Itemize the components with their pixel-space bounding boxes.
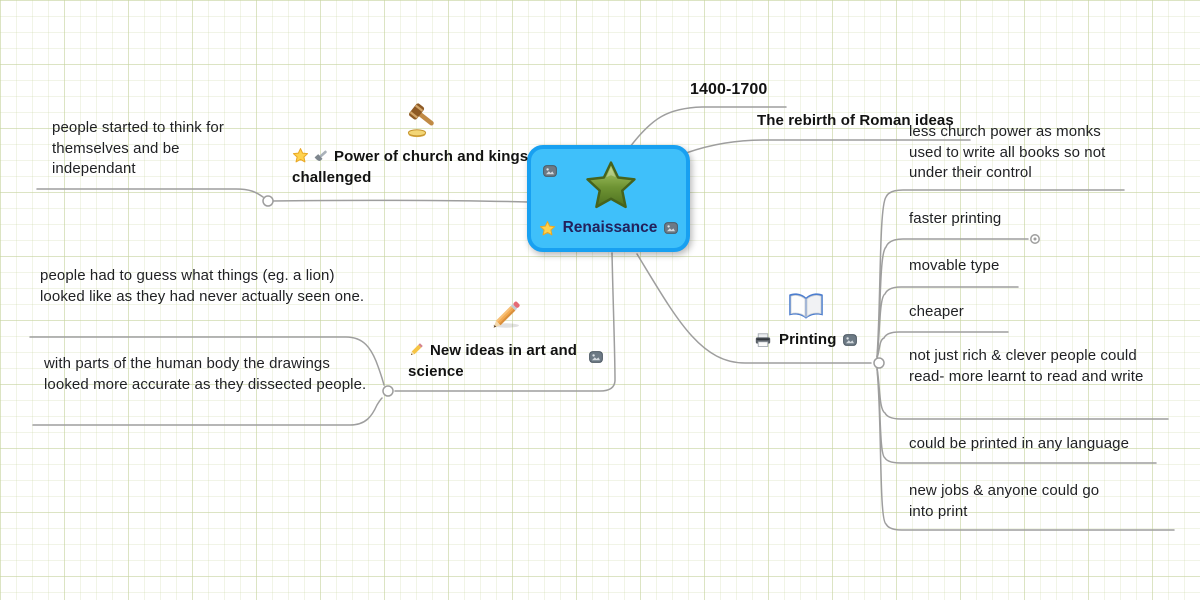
link-printing bbox=[636, 253, 872, 364]
root-label: Renaissance bbox=[562, 219, 658, 236]
pencil-small-icon bbox=[408, 340, 426, 358]
node-cheaper[interactable]: cheaper bbox=[909, 303, 964, 320]
green-star-icon bbox=[586, 160, 636, 210]
node-movable-type[interactable]: movable type bbox=[909, 257, 1000, 274]
open-book-icon bbox=[786, 288, 826, 328]
node-human-body-drawings[interactable]: with parts of the human body the drawing… bbox=[44, 355, 367, 393]
root-node-renaissance[interactable]: Renaissance bbox=[527, 145, 690, 252]
gold-star-icon bbox=[292, 147, 309, 164]
gavel-icon bbox=[404, 101, 444, 141]
link-movable bbox=[876, 286, 1019, 358]
collapse-toggle-power[interactable] bbox=[262, 195, 274, 207]
node-printing[interactable]: Printing bbox=[754, 330, 857, 351]
link-independent bbox=[36, 188, 264, 198]
node-guess-what-things[interactable]: people had to guess what things (eg. a l… bbox=[40, 267, 365, 305]
node-new-ideas[interactable]: New ideas in art and science bbox=[408, 340, 594, 382]
node-label: Power of church and kings challenged bbox=[292, 148, 529, 186]
image-badge-icon[interactable] bbox=[664, 222, 678, 234]
pencil-icon bbox=[487, 292, 529, 334]
node-rebirth[interactable]: The rebirth of Roman ideas bbox=[757, 112, 954, 129]
hammer-icon bbox=[313, 147, 330, 164]
node-any-language[interactable]: could be printed in any language bbox=[909, 435, 1130, 452]
collapse-toggle-art[interactable] bbox=[382, 385, 394, 397]
node-faster-printing[interactable]: faster printing bbox=[909, 210, 1002, 227]
image-badge-icon[interactable] bbox=[843, 334, 857, 346]
link-art bbox=[394, 252, 616, 392]
node-label: Printing bbox=[779, 331, 837, 348]
link-power bbox=[271, 199, 529, 203]
collapse-toggle-printing[interactable] bbox=[873, 357, 885, 369]
link-guess bbox=[29, 336, 385, 386]
node-think-for-themselves[interactable]: people started to think for themselves a… bbox=[52, 119, 224, 177]
node-literacy[interactable]: not just rich & clever people could read… bbox=[909, 347, 1144, 385]
node-less-church-power[interactable]: less church power as monks used to write… bbox=[909, 123, 1106, 181]
node-power-of-church[interactable]: Power of church and kings challenged bbox=[292, 147, 546, 188]
image-badge-icon[interactable] bbox=[589, 351, 603, 363]
link-dates bbox=[629, 106, 787, 148]
branch-end-marker-dot bbox=[1033, 237, 1037, 241]
link-jobs bbox=[876, 368, 1175, 531]
node-label: New ideas in art and science bbox=[408, 342, 578, 380]
node-new-jobs[interactable]: new jobs & anyone could go into print bbox=[909, 482, 1100, 520]
gold-star-icon bbox=[539, 220, 556, 237]
link-rebirth bbox=[685, 139, 971, 154]
link-cheaper bbox=[876, 331, 1009, 359]
link-dissect bbox=[32, 397, 383, 426]
node-dates[interactable]: 1400-1700 bbox=[690, 81, 768, 98]
printer-icon bbox=[754, 331, 772, 349]
